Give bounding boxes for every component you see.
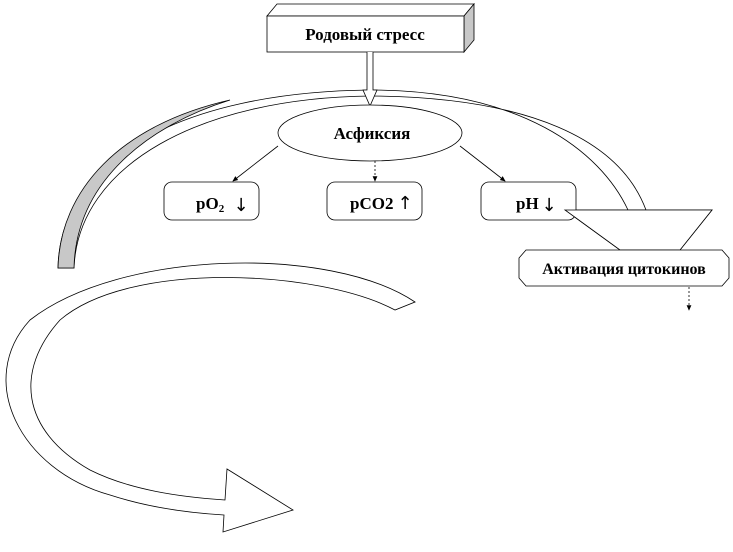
svg-text:pO2: pO2 <box>196 194 225 215</box>
left-loop-arrow <box>5 262 416 533</box>
edge-asphyxia-ph <box>459 145 506 182</box>
birth-stress-label: Родовый стресс <box>305 25 425 44</box>
hollow-down-arrow <box>362 52 378 107</box>
birth-stress-box: Родовый стресс <box>266 2 475 54</box>
asphyxia-node: Асфиксия <box>277 104 463 162</box>
edge-asphyxia-po2 <box>232 145 279 182</box>
up-arrow-icon: ↑ <box>397 193 412 214</box>
po2-subscript: 2 <box>219 203 225 215</box>
cytokines-label: Активация цитокинов <box>542 261 706 278</box>
po2-node: pO2 ↓ <box>163 181 260 221</box>
down-arrow-icon: ↓ <box>233 195 248 216</box>
pco2-label: pCO2 <box>350 194 393 213</box>
ph-node: pH ↓ <box>480 181 577 221</box>
cytokines-node: Активация цитокинов <box>518 249 730 287</box>
po2-label: pO <box>196 194 219 213</box>
pco2-node: pCO2 ↑ <box>326 181 423 221</box>
down-arrow-icon: ↓ <box>541 195 556 216</box>
asphyxia-label: Асфиксия <box>334 124 411 143</box>
ph-label: pH <box>516 194 539 213</box>
top-arrowhead-overlay <box>563 209 713 251</box>
